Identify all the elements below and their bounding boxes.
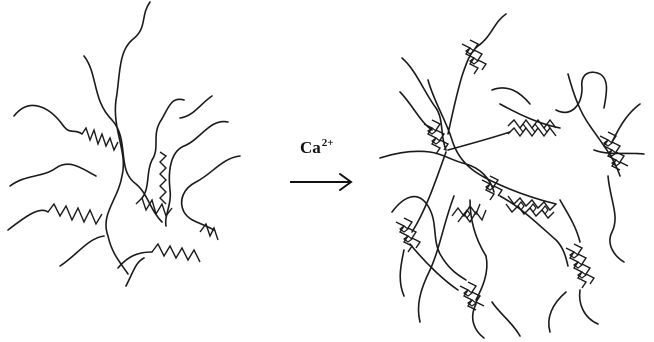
polymer-chain bbox=[500, 196, 568, 266]
polymer-chain bbox=[448, 14, 506, 134]
polymer-chain bbox=[380, 151, 494, 192]
polymer-chain bbox=[118, 252, 152, 268]
egg-box-junction bbox=[424, 120, 448, 154]
reaction-arrow bbox=[290, 174, 351, 190]
polymer-chain bbox=[410, 244, 458, 290]
polymer-chain bbox=[84, 56, 162, 222]
crosslinked-egg-box-network bbox=[380, 14, 644, 338]
polymer-chain bbox=[568, 74, 620, 176]
guluronate-block bbox=[82, 128, 118, 150]
polymer-chain bbox=[60, 236, 104, 266]
ion-symbol: Ca bbox=[300, 138, 321, 157]
polymer-chain bbox=[126, 258, 144, 286]
polymer-chain bbox=[412, 152, 446, 232]
polymer-chain bbox=[106, 2, 150, 274]
guluronate-block bbox=[48, 204, 102, 224]
polymer-chain bbox=[8, 210, 48, 230]
polymer-chain bbox=[556, 72, 607, 112]
polymer-chain bbox=[476, 256, 487, 300]
guluronate-block bbox=[152, 244, 200, 262]
polymer-chain bbox=[560, 200, 580, 242]
egg-box-junction bbox=[482, 176, 502, 200]
polymer-chain bbox=[400, 92, 432, 130]
egg-box-junction bbox=[452, 204, 486, 222]
egg-box-junction bbox=[508, 120, 556, 136]
polymer-chain bbox=[492, 88, 530, 104]
polymer-chain bbox=[392, 197, 466, 280]
egg-box-junction bbox=[506, 196, 556, 218]
uncrosslinked-polymer-tangle bbox=[8, 2, 240, 286]
egg-box-junction bbox=[566, 244, 594, 288]
polymer-chain bbox=[10, 164, 96, 186]
polymer-chain bbox=[608, 176, 624, 262]
polymer-chain bbox=[580, 290, 598, 324]
polymer-chain bbox=[400, 250, 404, 296]
polymer-chain bbox=[180, 96, 212, 118]
egg-box-junction bbox=[462, 40, 486, 74]
ion-charge: 2+ bbox=[322, 137, 334, 149]
calcium-ion-label: Ca2+ bbox=[300, 137, 334, 158]
polymer-chain bbox=[402, 58, 446, 150]
guluronate-block bbox=[200, 224, 218, 240]
egg-box-junction bbox=[460, 282, 484, 310]
polymer-chain bbox=[549, 292, 566, 332]
polymer-chain bbox=[182, 156, 240, 230]
polymer-chain bbox=[166, 122, 228, 226]
polymer-chain bbox=[448, 132, 510, 150]
polymer-chain bbox=[14, 106, 82, 134]
guluronate-block bbox=[160, 152, 166, 204]
polymer-chain bbox=[492, 302, 520, 336]
